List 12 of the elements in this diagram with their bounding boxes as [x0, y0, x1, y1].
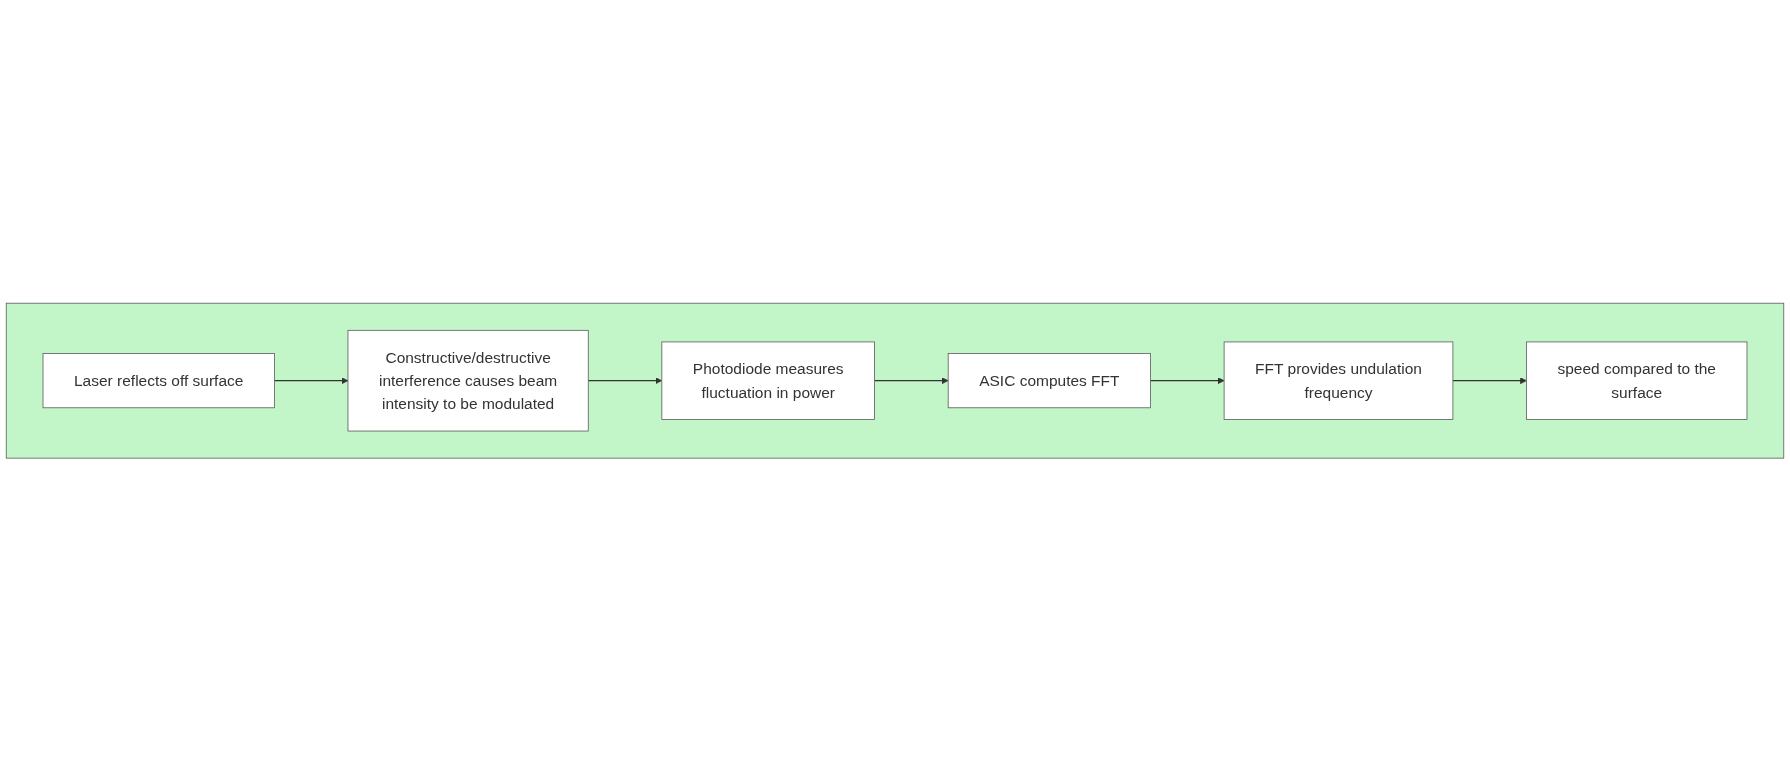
node-box: ASIC computes FFT — [947, 353, 1151, 408]
node-box: FFT provides undulation frequency — [1223, 341, 1454, 420]
arrow — [587, 377, 663, 384]
arrow — [874, 377, 949, 384]
arrow — [273, 377, 349, 384]
arrow — [1149, 377, 1225, 384]
node-box: Constructive/destructive interference causes beam intensity to be modulated — [347, 329, 589, 432]
cluster — [5, 302, 1785, 459]
node-box: speed compared to the surface — [1526, 341, 1748, 420]
node-box: Laser reflects off surface — [42, 353, 275, 408]
arrow — [1452, 377, 1527, 384]
node-box: Photodiode measures fluctuation in power — [661, 341, 875, 420]
